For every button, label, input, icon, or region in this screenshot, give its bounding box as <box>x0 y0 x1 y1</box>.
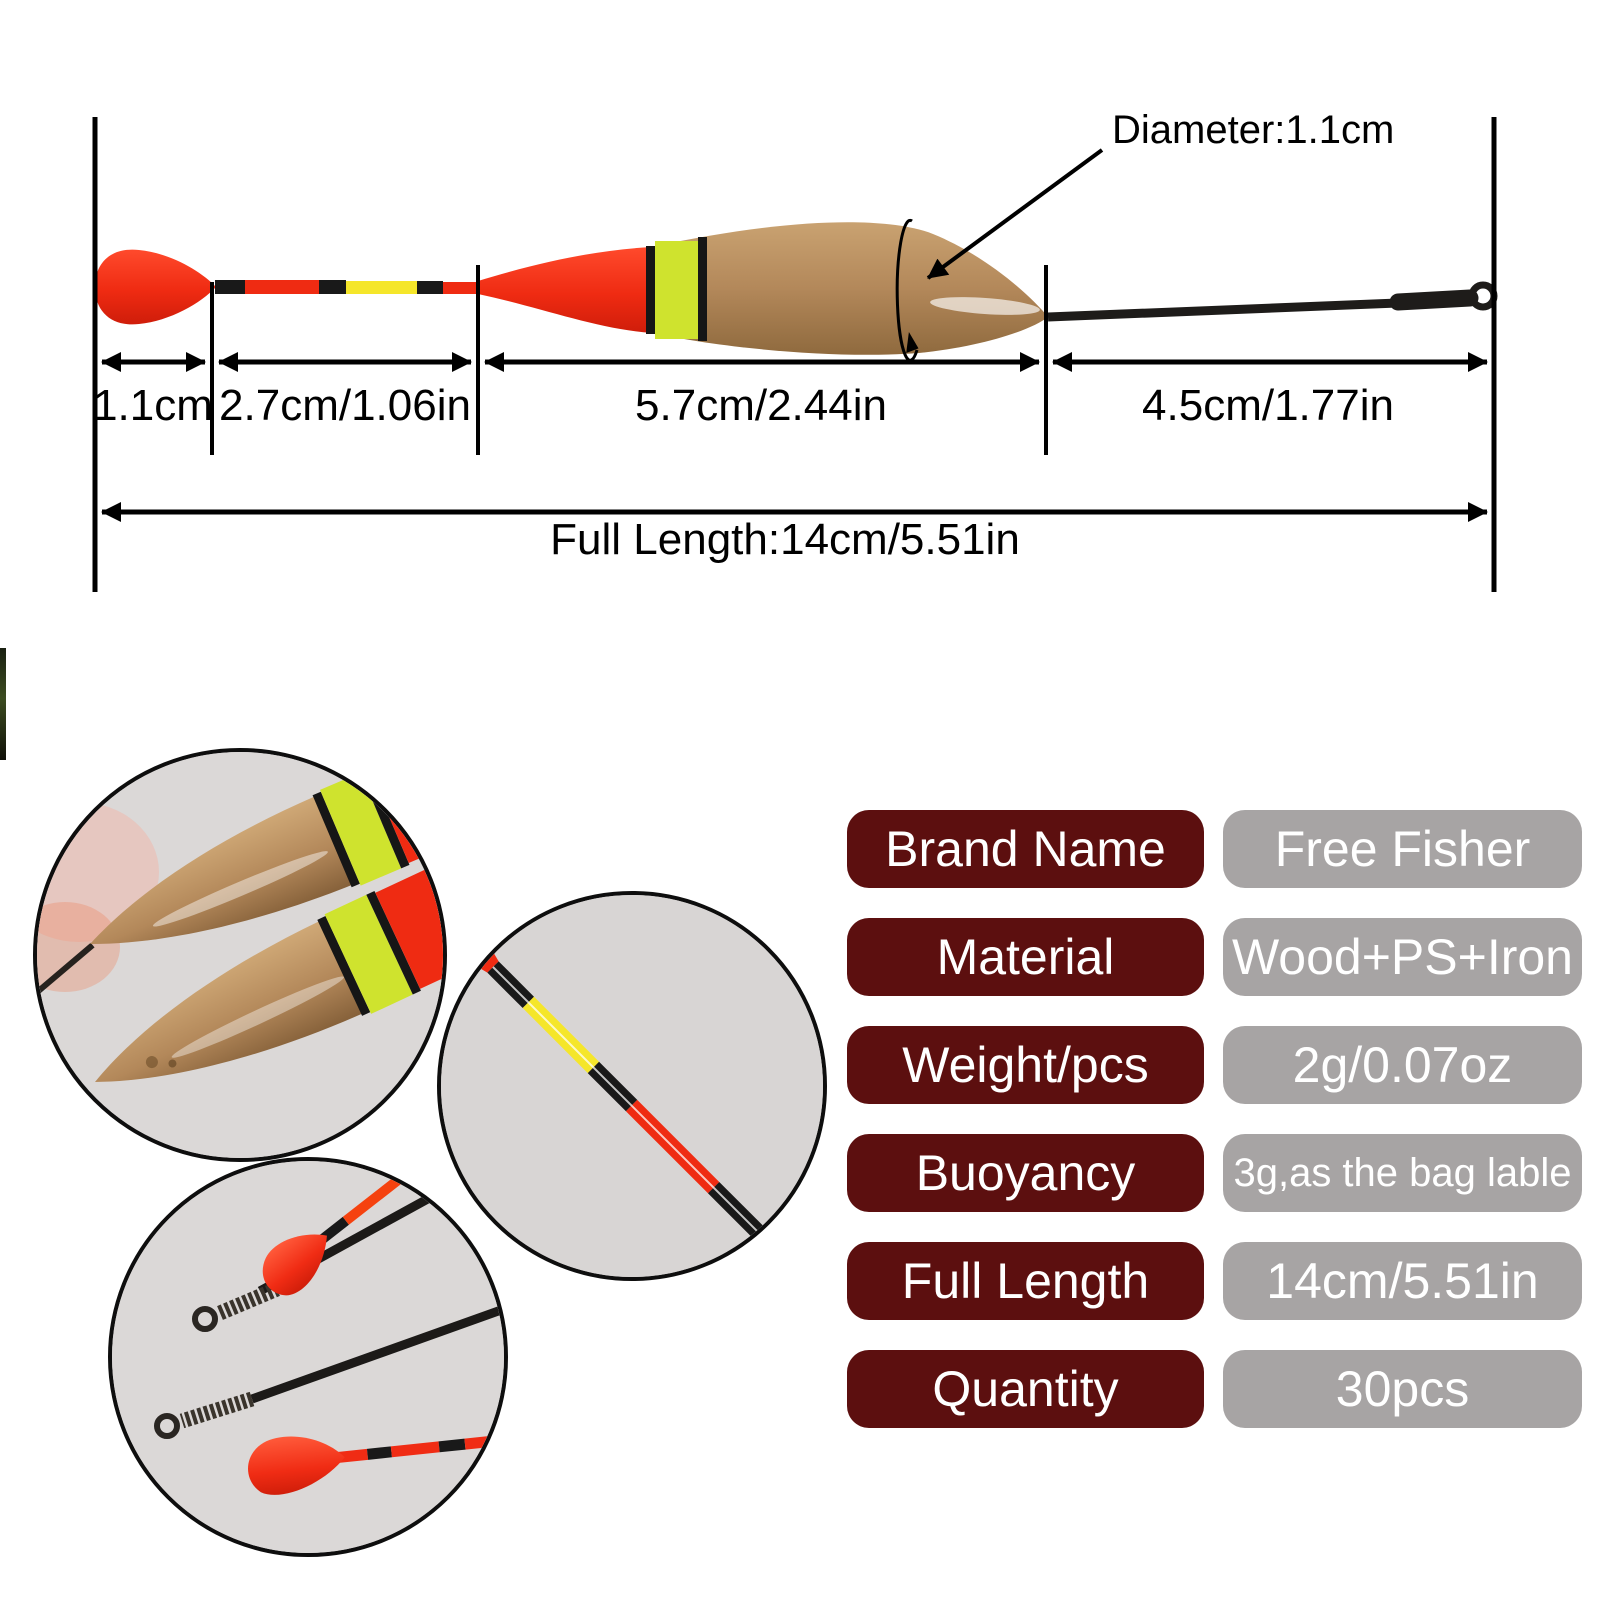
table-row: Weight/pcs 2g/0.07oz <box>847 1026 1582 1104</box>
spec-value-brand-name: Free Fisher <box>1223 810 1582 888</box>
spec-label-text: Full Length <box>901 1253 1150 1309</box>
float-body-highlight <box>930 297 1040 315</box>
table-row: Material Wood+PS+Iron <box>847 918 1582 996</box>
spec-label-material: Material <box>847 918 1204 996</box>
body-closeup-art <box>37 752 443 1158</box>
detail-photo-body-closeup <box>33 748 447 1162</box>
table-row: Quantity 30pcs <box>847 1350 1582 1428</box>
tail-closeup-art <box>112 1161 504 1553</box>
spec-table: Brand Name Free Fisher Material Wood+PS+… <box>847 810 1582 1428</box>
spec-label-text: Weight/pcs <box>902 1037 1149 1093</box>
detail-photo-tail-closeup <box>108 1157 508 1557</box>
spec-label-brand-name: Brand Name <box>847 810 1204 888</box>
float-bands <box>646 237 707 341</box>
table-row: Full Length 14cm/5.51in <box>847 1242 1582 1320</box>
float-cone <box>478 247 652 333</box>
spec-value-material: Wood+PS+Iron <box>1223 918 1582 996</box>
spec-value-full-length: 14cm/5.51in <box>1223 1242 1582 1320</box>
spec-label-text: Material <box>936 929 1115 985</box>
spec-label-buoyancy: Buoyancy <box>847 1134 1204 1212</box>
closeup-tail-rod-middle <box>154 1304 504 1439</box>
spec-value-text: 2g/0.07oz <box>1292 1037 1513 1093</box>
table-row: Buoyancy 3g,as the bag lable <box>847 1134 1582 1212</box>
spec-value-text: Free Fisher <box>1274 821 1531 877</box>
closeup-spring-upper <box>192 1282 280 1332</box>
spec-value-text: 14cm/5.51in <box>1266 1253 1539 1309</box>
spec-label-text: Quantity <box>932 1361 1119 1417</box>
float-antenna <box>215 280 479 294</box>
segment-label-4: 4.5cm/1.77in <box>1142 381 1394 430</box>
diameter-label: Diameter:1.1cm <box>1112 108 1394 152</box>
spec-label-text: Brand Name <box>885 821 1166 877</box>
tail-eyelet <box>1468 281 1498 311</box>
float-body <box>652 222 1048 355</box>
antenna-closeup-art <box>441 895 823 1277</box>
spec-value-text: Wood+PS+Iron <box>1232 929 1573 985</box>
segment-label-3: 5.7cm/2.44in <box>635 381 887 430</box>
segment-label-1: 1.1cm <box>93 381 213 430</box>
spec-label-weight: Weight/pcs <box>847 1026 1204 1104</box>
spec-value-text: 3g,as the bag lable <box>1233 1151 1572 1195</box>
segment-label-2: 2.7cm/1.06in <box>219 381 471 430</box>
spec-value-text: 30pcs <box>1335 1361 1470 1417</box>
float-photo <box>95 218 1498 362</box>
full-length-label: Full Length:14cm/5.51in <box>550 515 1020 564</box>
spec-value-buoyancy: 3g,as the bag lable <box>1223 1134 1582 1212</box>
table-row: Brand Name Free Fisher <box>847 810 1582 888</box>
spec-label-text: Buoyancy <box>915 1145 1136 1201</box>
float-tail-wire <box>1047 281 1498 322</box>
dimension-lines <box>92 117 1497 592</box>
spec-value-weight: 2g/0.07oz <box>1223 1026 1582 1104</box>
spec-label-quantity: Quantity <box>847 1350 1204 1428</box>
float-teardrop-tip <box>95 249 216 325</box>
photo-edge-sliver <box>0 648 6 760</box>
detail-photo-antenna-closeup <box>437 891 827 1281</box>
spec-value-quantity: 30pcs <box>1223 1350 1582 1428</box>
dimension-diagram: Diameter:1.1cm 1.1cm 2.7cm/1.06in 5.7cm/… <box>92 108 1498 592</box>
spec-label-full-length: Full Length <box>847 1242 1204 1320</box>
